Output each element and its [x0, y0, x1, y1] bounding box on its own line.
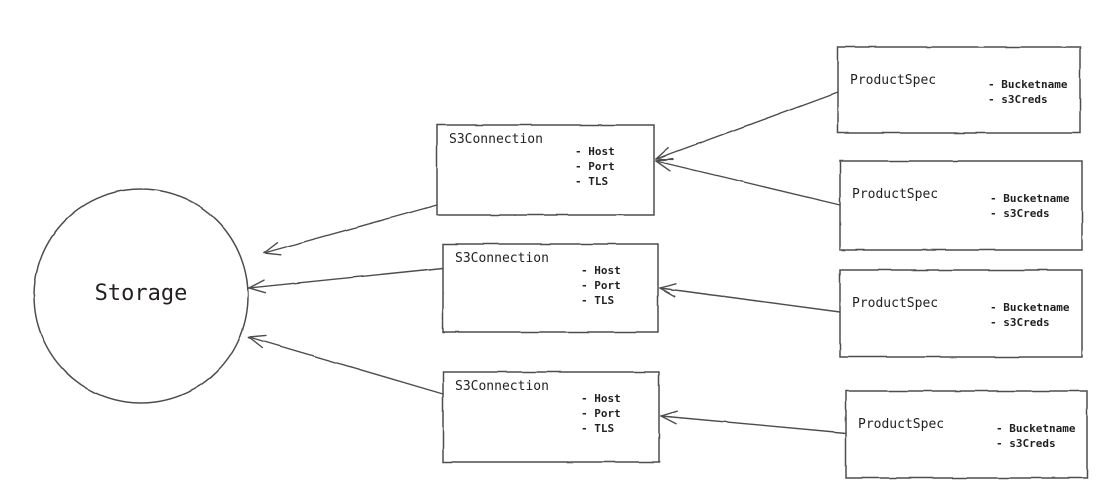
- arrow-s3conn-3-to-storage-shaft: [248, 336, 444, 395]
- product-spec-attribute-item: - Bucketname: [988, 78, 1068, 91]
- s3-connection-attribute-item: - Port: [575, 160, 615, 173]
- arrow-productspec-4-to-s3conn-3-shaft: [660, 415, 847, 434]
- product-spec-box-1[interactable]: ProductSpec - Bucketname - s3Creds: [838, 47, 1080, 133]
- product-spec-attribute-item: - s3Creds: [990, 207, 1050, 220]
- product-spec-attribute-item: - Bucketname: [990, 301, 1070, 314]
- product-spec-box-4[interactable]: ProductSpec - Bucketname - s3Creds: [846, 391, 1087, 478]
- s3-connection-attributes: - Host - Port - TLS: [575, 144, 615, 189]
- product-spec-attributes: - Bucketname - s3Creds: [990, 300, 1069, 330]
- arrow-s3conn-1-to-storage-shaft: [263, 204, 438, 254]
- s3-connection-title: S3Connection: [455, 379, 549, 394]
- s3-connection-attribute-item: - Host: [581, 392, 621, 405]
- s3-connection-rect-2: [442, 243, 659, 333]
- s3-connection-title: S3Connection: [455, 251, 549, 266]
- product-spec-attributes: - Bucketname - s3Creds: [996, 421, 1075, 451]
- arrow-productspec-2-to-s3conn-1-head: [655, 160, 671, 172]
- arrow-productspec-1-to-s3conn-1-head: [655, 146, 670, 160]
- arrow-s3conn-1-to-storage-head: [263, 252, 282, 256]
- arrow-productspec-3-to-s3conn-2-shaft: [659, 287, 841, 313]
- product-spec-title: ProductSpec: [852, 296, 939, 311]
- arrow-s3conn-3-to-storage-head: [248, 334, 267, 338]
- s3-connection-attributes: - Host - Port - TLS: [581, 263, 621, 308]
- arrow-productspec-2-to-s3conn-1: [655, 157, 841, 206]
- s3-connection-box-1[interactable]: S3Connection - Host - Port - TLS: [437, 125, 654, 215]
- arrow-productspec-2-to-s3conn-1-shaft: [655, 160, 841, 206]
- product-spec-attribute-item: - s3Creds: [988, 93, 1048, 106]
- arrow-s3conn-2-to-storage-head: [248, 287, 267, 294]
- arrow-productspec-3-to-s3conn-2: [659, 283, 841, 313]
- s3-connection-title: S3Connection: [449, 132, 543, 147]
- product-spec-box-2[interactable]: ProductSpec - Bucketname - s3Creds: [840, 161, 1082, 250]
- product-spec-attributes: - Bucketname - s3Creds: [988, 77, 1067, 107]
- storage-circle: [33, 188, 249, 404]
- s3-connection-attributes: - Host - Port - TLS: [581, 391, 621, 436]
- arrow-s3conn-1-to-storage-head: [263, 242, 279, 254]
- product-spec-attribute-item: - s3Creds: [990, 316, 1050, 329]
- arrow-productspec-4-to-s3conn-3: [660, 410, 847, 434]
- s3-connection-attribute-item: - TLS: [575, 175, 609, 188]
- s3-connection-attribute-item: - Port: [581, 279, 621, 292]
- s3-connection-attribute-item: - TLS: [581, 294, 615, 307]
- arrow-s3conn-1-to-storage: [263, 204, 438, 256]
- product-spec-attribute-item: - Bucketname: [990, 192, 1070, 205]
- storage-circle-label: Storage: [94, 281, 188, 306]
- product-spec-rect-3: [839, 269, 1083, 358]
- arrow-productspec-1-to-s3conn-1-shaft: [655, 91, 839, 160]
- arrow-s3conn-2-to-storage: [248, 267, 444, 294]
- s3-connection-box-3[interactable]: S3Connection - Host - Port - TLS: [443, 372, 659, 462]
- product-spec-rect-4: [845, 390, 1088, 479]
- s3-connection-attribute-item: - Host: [575, 145, 615, 158]
- arrow-productspec-4-to-s3conn-3-head: [660, 415, 677, 425]
- product-spec-title: ProductSpec: [852, 187, 939, 202]
- product-spec-attribute-item: - s3Creds: [996, 437, 1056, 450]
- arrow-productspec-3-to-s3conn-2-head: [659, 283, 678, 289]
- s3-connection-attribute-item: - Port: [581, 407, 621, 420]
- arrow-productspec-1-to-s3conn-1: [655, 91, 839, 161]
- s3-connection-attribute-item: - Host: [581, 264, 621, 277]
- arrow-productspec-4-to-s3conn-3-head: [660, 410, 678, 417]
- product-spec-rect-1: [837, 46, 1081, 134]
- arrow-s3conn-3-to-storage: [248, 334, 444, 395]
- s3-connection-box-2[interactable]: S3Connection - Host - Port - TLS: [443, 244, 658, 332]
- product-spec-attributes: - Bucketname - s3Creds: [990, 191, 1069, 221]
- product-spec-title: ProductSpec: [850, 73, 937, 88]
- arrow-s3conn-2-to-storage-shaft: [248, 267, 444, 289]
- arrow-s3conn-2-to-storage-head: [248, 279, 265, 289]
- arrow-productspec-3-to-s3conn-2-head: [659, 287, 676, 298]
- arrow-s3conn-3-to-storage-head: [248, 336, 264, 349]
- s3-connection-attribute-item: - TLS: [581, 422, 615, 435]
- product-spec-attribute-item: - Bucketname: [996, 422, 1076, 435]
- s3-connection-rect-3: [442, 371, 660, 463]
- s3-connection-rect-1: [436, 124, 655, 216]
- arrow-productspec-2-to-s3conn-1-head: [655, 157, 674, 162]
- product-spec-box-3[interactable]: ProductSpec - Bucketname - s3Creds: [840, 270, 1082, 357]
- product-spec-title: ProductSpec: [858, 417, 945, 432]
